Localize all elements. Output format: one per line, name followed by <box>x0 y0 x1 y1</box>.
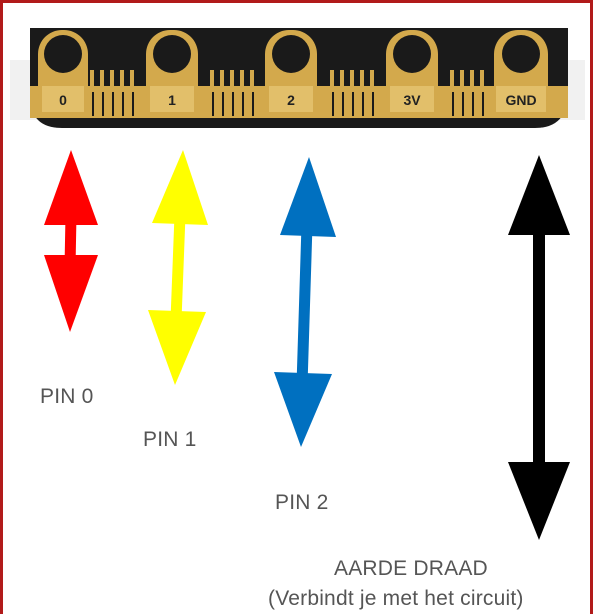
pin-label-1: 1 <box>168 92 176 108</box>
label-pin2: PIN 2 <box>275 491 329 514</box>
arrow-ground <box>508 155 570 540</box>
label-pin1: PIN 1 <box>143 428 197 451</box>
pad-0: 0 <box>38 30 88 116</box>
pad-1: 1 <box>146 30 198 116</box>
pin-label-0: 0 <box>59 92 67 108</box>
label-pin0: PIN 0 <box>40 385 94 408</box>
arrow-pin1 <box>148 150 208 385</box>
label-ground-note: (Verbindt je met het circuit) <box>268 587 524 610</box>
pad-2: 2 <box>265 30 317 116</box>
strip-gaps <box>92 92 484 116</box>
pin-label-gnd: GND <box>505 92 536 108</box>
arrow-pin2 <box>274 157 336 447</box>
pin-label-2: 2 <box>287 92 295 108</box>
edge-connector: 0 1 2 3V GND <box>30 28 568 128</box>
pad-3v: 3V <box>386 30 438 116</box>
arrow-pin0 <box>44 150 98 332</box>
pin-label-3v: 3V <box>403 92 421 108</box>
thin-fingers <box>90 70 484 88</box>
label-ground-title: AARDE DRAAD <box>334 557 488 580</box>
pad-gnd: GND <box>494 30 548 116</box>
